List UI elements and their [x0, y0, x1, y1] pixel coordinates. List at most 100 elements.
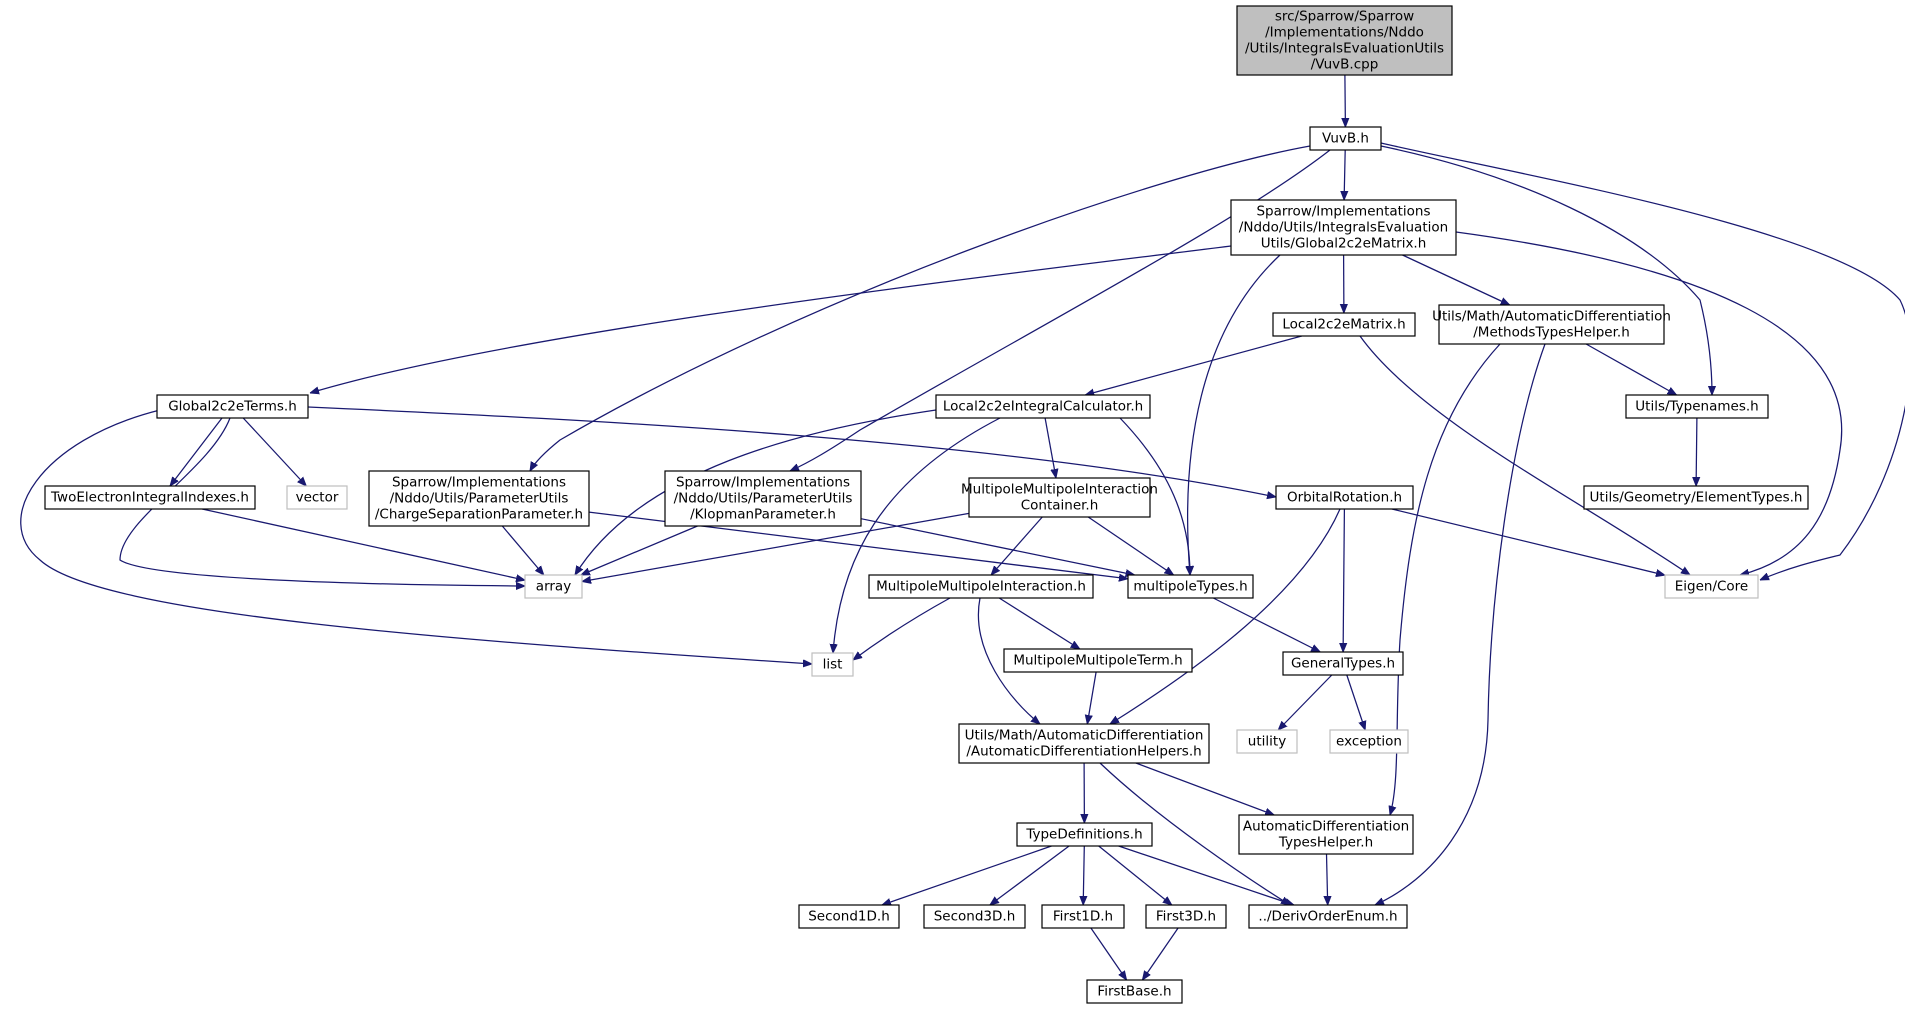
edge-local2c2eCalc-to-array [575, 409, 937, 575]
node-box [1438, 304, 1665, 345]
node-label-line: MultipoleMultipoleInteraction.h [876, 579, 1086, 595]
node-label-line: list [823, 657, 843, 673]
edge-local2c2eCalc-to-multipoleTypes [1119, 417, 1190, 575]
edge-vuvb-to-eigenCore [1380, 142, 1905, 581]
node-utility: utility [1236, 729, 1298, 754]
node-box [1230, 199, 1457, 256]
node-box [1248, 904, 1408, 929]
node-box [935, 394, 1151, 419]
edge-global2c2eTerms-to-vector [242, 417, 306, 486]
node-box [923, 904, 1026, 929]
edge-orbitalRotation-to-eigenCore [1391, 508, 1665, 575]
edge-typeDefinitions-to-second1D [882, 845, 1052, 905]
node-label-line: Sparrow/Implementations [392, 475, 566, 491]
node-first1D[interactable]: First1D.h [1041, 904, 1125, 929]
edge-klopman-to-array [581, 525, 698, 576]
edge-global2c2eMatrix-to-methodsTypesHelper [1402, 254, 1510, 306]
edge-root-to-vuvb [1345, 74, 1346, 127]
node-vuvb[interactable]: VuvB.h [1309, 126, 1382, 151]
node-label-line: VuvB.h [1322, 131, 1369, 147]
node-multipoleTypes[interactable]: multipoleTypes.h [1127, 574, 1254, 599]
node-label-line: Sparrow/Implementations [676, 475, 850, 491]
edge-mmInteraction-to-list [853, 597, 951, 660]
node-label-line: Second1D.h [808, 909, 890, 925]
node-box [524, 574, 583, 599]
node-label-line: Local2c2eMatrix.h [1282, 317, 1405, 333]
node-chargeSep[interactable]: Sparrow/Implementations/Nddo/Utils/Param… [368, 470, 590, 527]
node-label-line: array [536, 579, 571, 595]
node-local2c2eMatrix[interactable]: Local2c2eMatrix.h [1272, 312, 1416, 337]
node-exception: exception [1329, 729, 1409, 754]
node-klopman[interactable]: Sparrow/Implementations/Nddo/Utils/Param… [664, 470, 862, 527]
edge-generalTypes-to-utility [1278, 674, 1333, 730]
edge-methodsTypesHelper-to-adTypesHelper [1390, 343, 1501, 815]
node-elementTypes[interactable]: Utils/Geometry/ElementTypes.h [1583, 485, 1809, 510]
node-first3D[interactable]: First3D.h [1145, 904, 1227, 929]
node-box [1238, 814, 1414, 855]
edge-vuvb-to-typenames [1380, 145, 1712, 395]
edge-mmContainer-to-multipoleTypes [1087, 516, 1173, 575]
node-label-line: /Nddo/Utils/ParameterUtils [390, 491, 569, 507]
node-firstBase[interactable]: FirstBase.h [1086, 979, 1183, 1004]
node-label-line: /ChargeSeparationParameter.h [375, 507, 583, 523]
node-local2c2eCalc[interactable]: Local2c2eIntegralCalculator.h [935, 394, 1151, 419]
node-box [1583, 485, 1809, 510]
node-label-line: /MethodsTypesHelper.h [1473, 325, 1630, 341]
node-box [1236, 729, 1298, 754]
node-label-line: TypeDefinitions.h [1025, 827, 1142, 843]
edge-orbitalRotation-to-adHelpers [1110, 508, 1341, 724]
node-label-line: Utils/Math/AutomaticDifferentiation [965, 728, 1204, 744]
node-mmTerm[interactable]: MultipoleMultipoleTerm.h [1003, 648, 1193, 673]
node-second1D[interactable]: Second1D.h [798, 904, 900, 929]
node-box [798, 904, 900, 929]
edge-global2c2eMatrix-to-eigenCore [1455, 231, 1843, 575]
node-derivOrderEnum[interactable]: ../DerivOrderEnum.h [1248, 904, 1408, 929]
node-second3D[interactable]: Second3D.h [923, 904, 1026, 929]
node-typenames[interactable]: Utils/Typenames.h [1625, 394, 1769, 419]
edge-methodsTypesHelper-to-derivOrderEnum [1375, 343, 1546, 906]
node-label-line: FirstBase.h [1097, 984, 1171, 1000]
edge-local2c2eMatrix-to-local2c2eCalc [1085, 335, 1302, 395]
node-orbitalRotation[interactable]: OrbitalRotation.h [1275, 485, 1414, 510]
node-label-line: Eigen/Core [1675, 579, 1749, 595]
node-generalTypes[interactable]: GeneralTypes.h [1282, 651, 1404, 676]
node-box [156, 394, 309, 419]
node-root[interactable]: src/Sparrow/Sparrow/Implementations/Nddo… [1236, 5, 1453, 76]
edge-vuvb-to-chargeSep [530, 145, 1311, 471]
node-label-line: /AutomaticDifferentiationHelpers.h [966, 744, 1201, 760]
edge-orbitalRotation-to-generalTypes [1343, 508, 1344, 652]
edge-mmInteraction-to-mmTerm [998, 597, 1080, 649]
edge-typeDefinitions-to-derivOrderEnum [1118, 845, 1294, 905]
node-global2c2eTerms[interactable]: Global2c2eTerms.h [156, 394, 309, 419]
node-box [1145, 904, 1227, 929]
edge-layer [20, 74, 1905, 980]
node-eigenCore: Eigen/Core [1664, 574, 1759, 599]
node-label-line: vector [296, 490, 339, 506]
edge-mmInteraction-to-adHelpers [977, 597, 1040, 724]
node-box [1041, 904, 1125, 929]
node-adHelpers[interactable]: Utils/Math/AutomaticDifferentiation/Auto… [958, 723, 1210, 764]
node-label-line: exception [1336, 734, 1402, 750]
edge-local2c2eCalc-to-list [833, 417, 1001, 653]
edge-typeDefinitions-to-second3D [990, 845, 1070, 905]
node-label-line: Utils/Global2c2eMatrix.h [1261, 236, 1427, 252]
node-methodsTypesHelper[interactable]: Utils/Math/AutomaticDifferentiation/Meth… [1432, 304, 1671, 345]
node-box [968, 477, 1151, 518]
node-label-line: First3D.h [1156, 909, 1216, 925]
node-twoElectron[interactable]: TwoElectronIntegralIndexes.h [44, 485, 256, 510]
edge-klopman-to-multipoleTypes [860, 518, 1135, 575]
node-box [1625, 394, 1769, 419]
node-global2c2eMatrix[interactable]: Sparrow/Implementations/Nddo/Utils/Integ… [1230, 199, 1457, 256]
node-label-line: /KlopmanParameter.h [690, 507, 836, 523]
node-box [868, 574, 1094, 599]
edge-mmContainer-to-mmInteraction [991, 516, 1043, 575]
node-box [1664, 574, 1759, 599]
node-typeDefinitions[interactable]: TypeDefinitions.h [1016, 822, 1153, 847]
node-box [811, 652, 854, 677]
node-label-line: TwoElectronIntegralIndexes.h [50, 490, 249, 506]
node-mmInteraction[interactable]: MultipoleMultipoleInteraction.h [868, 574, 1094, 599]
node-box [1016, 822, 1153, 847]
node-label-line: MultipoleMultipoleTerm.h [1013, 653, 1182, 669]
